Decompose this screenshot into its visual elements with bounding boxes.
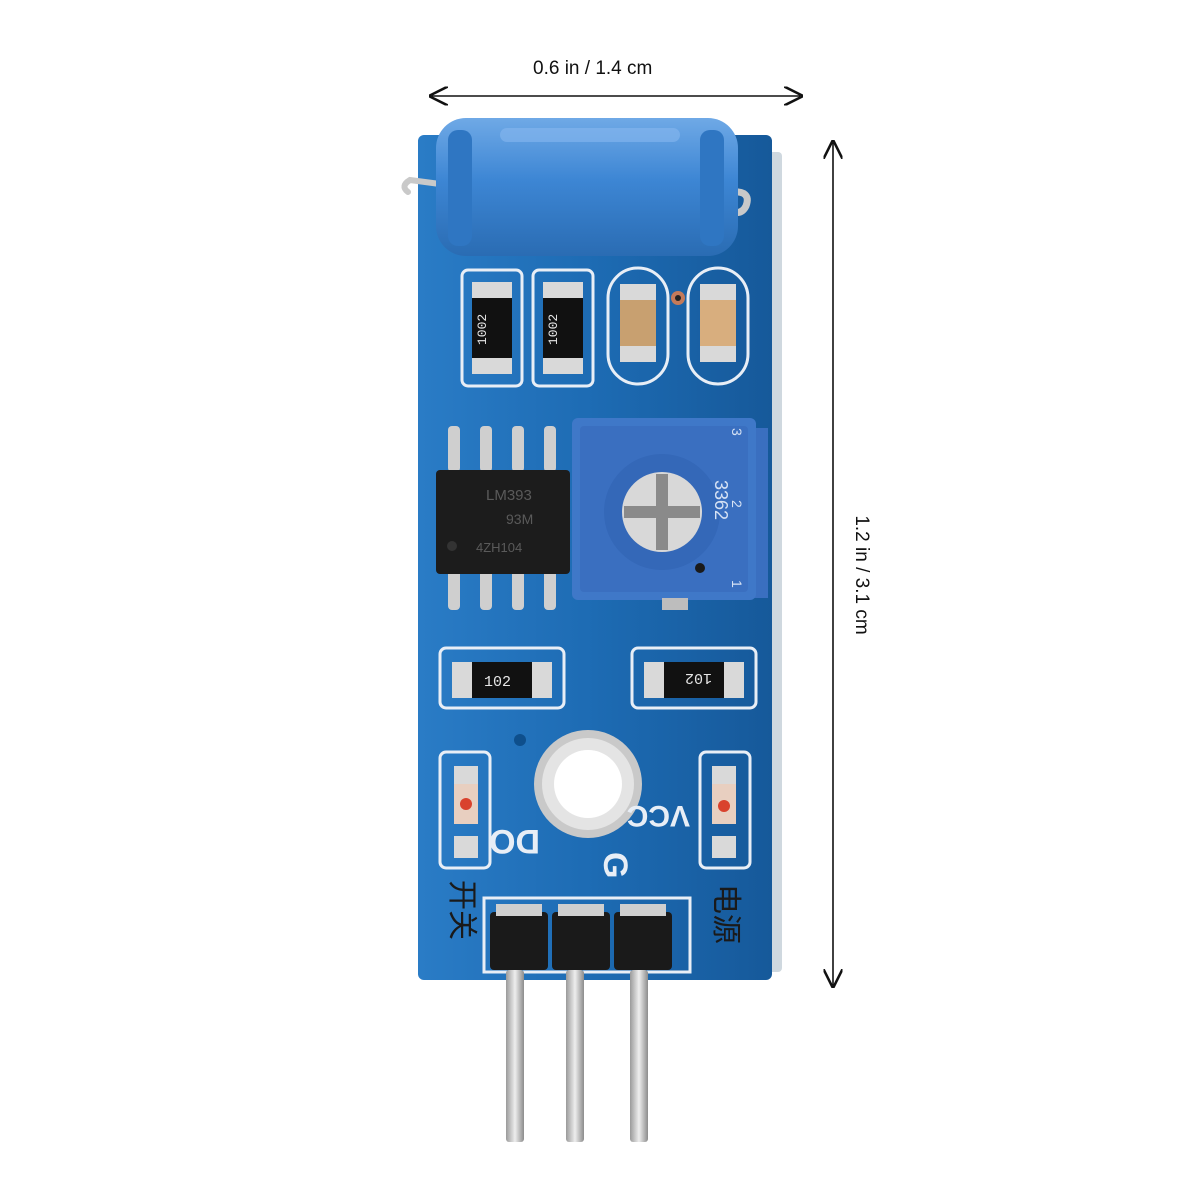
via: [514, 734, 526, 746]
status-led-left: [438, 750, 492, 870]
pin-label-vcc: VCC: [627, 799, 690, 832]
bottom-resistors-outline: [438, 646, 758, 710]
smd-capacitor-1: [620, 284, 656, 362]
height-dimension-label: 1.2 in / 3.1 cm: [851, 515, 872, 635]
status-led-right: [698, 750, 752, 870]
resistor-marking-1: 1002: [475, 314, 490, 345]
resistor-marking-4: 102: [685, 669, 712, 686]
mounting-hole: [534, 730, 642, 838]
smd-resistor-1: 1002: [472, 282, 512, 374]
pin-label-do: DO: [489, 822, 540, 860]
trimmer-potentiometer: 3362 3 2 1: [572, 418, 768, 610]
width-dimension-label: 0.6 in / 1.4 cm: [533, 58, 653, 79]
via-hole: [675, 295, 681, 301]
chip-marking-1: LM393: [486, 487, 532, 504]
lm393-chip: LM393 93M 4ZH104: [436, 426, 570, 610]
header-outline: [482, 896, 692, 974]
top-resistors: [460, 266, 750, 388]
pot-pin-3: 3: [729, 428, 745, 436]
pot-marking: 3362: [711, 480, 731, 520]
pin-label-gnd: G: [596, 852, 634, 878]
smd-resistor-2: 1002: [543, 282, 583, 374]
chinese-label-left: 开关: [444, 880, 479, 940]
chip-marking-2: 93M: [506, 511, 533, 527]
smd-resistor-4: 102: [644, 662, 744, 698]
chinese-label-right: 电源: [708, 884, 743, 944]
chip-marking-3: 4ZH104: [476, 540, 522, 555]
resistor-marking-3: 102: [484, 674, 511, 691]
pot-pin-2: 2: [729, 500, 745, 508]
pin-header: [490, 904, 672, 1142]
pot-pin-1: 1: [729, 580, 745, 588]
smd-resistor-3: 102: [452, 662, 552, 698]
tilt-switch: [401, 118, 751, 256]
resistor-marking-2: 1002: [546, 314, 561, 345]
smd-led-power-indicator: [700, 284, 736, 362]
